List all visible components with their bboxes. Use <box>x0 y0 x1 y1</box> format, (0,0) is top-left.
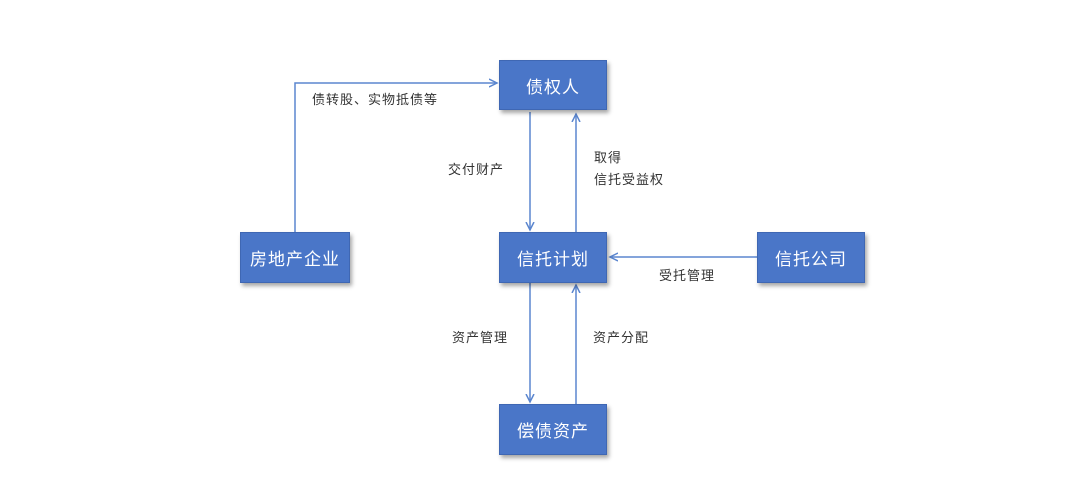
node-creditor: 债权人 <box>499 60 607 110</box>
label-obtain-line1: 取得 <box>594 151 623 166</box>
node-trust-company: 信托公司 <box>757 232 865 283</box>
label-asset-distribution: 资产分配 <box>593 331 650 346</box>
node-real-estate-company: 房地产企业 <box>240 232 350 283</box>
node-real-estate-label: 房地产企业 <box>250 250 340 270</box>
label-asset-management: 资产管理 <box>452 331 509 346</box>
node-trust-company-label: 信托公司 <box>775 250 847 270</box>
node-creditor-label: 债权人 <box>526 77 580 98</box>
node-repayment-assets-label: 偿债资产 <box>517 422 589 442</box>
node-trust-plan: 信托计划 <box>499 232 607 283</box>
label-obtain-line2: 信托受益权 <box>594 173 665 188</box>
label-entrusted-management: 受托管理 <box>659 269 716 284</box>
label-debt-to-equity: 债转股、实物抵债等 <box>312 93 439 108</box>
label-obtain-beneficial-rights: 取得 信托受益权 <box>594 148 664 192</box>
node-trust-plan-label: 信托计划 <box>517 250 589 270</box>
label-deliver-property: 交付财产 <box>448 163 505 178</box>
edge-real-estate-to-creditor <box>294 83 497 232</box>
node-repayment-assets: 偿债资产 <box>499 404 607 455</box>
